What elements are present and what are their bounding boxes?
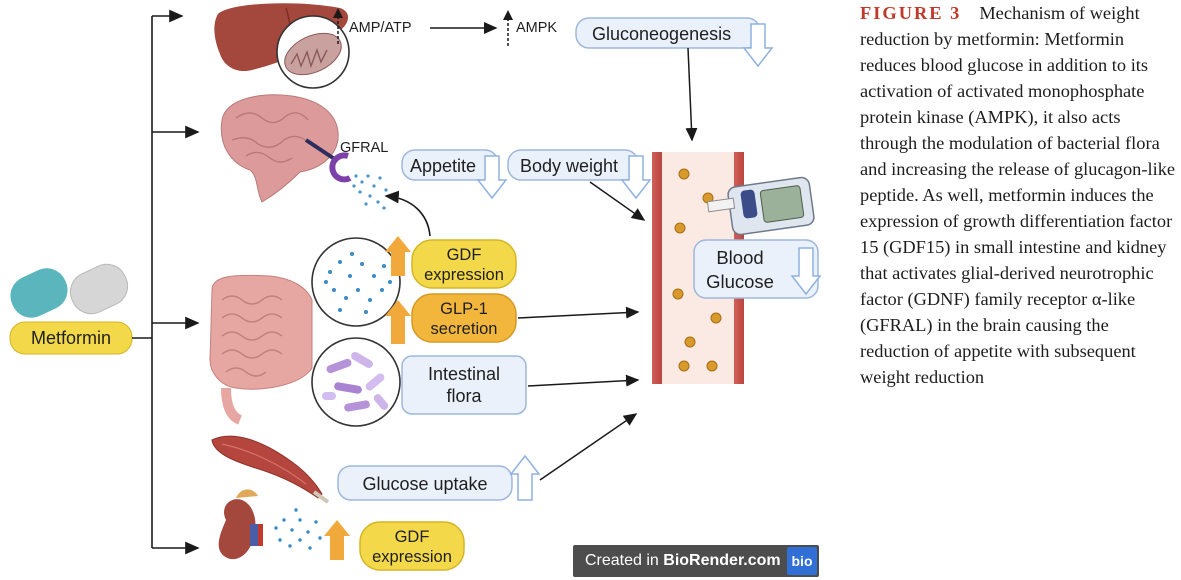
glp1-line2: secretion [431, 320, 498, 338]
body-weight-decrease-arrow-icon [620, 155, 652, 200]
glucose-uptake-box [337, 465, 513, 501]
kidney-gdf-line2: expression [372, 548, 452, 566]
gdf-expression-box [411, 239, 517, 289]
kidney-gdf-box [359, 521, 465, 571]
gfral-receptor-icon [329, 152, 352, 183]
flora-line1: Intestinal [428, 364, 500, 384]
ampk-label: AMPK [516, 20, 557, 36]
flora-zoom-circle [311, 337, 401, 427]
brain-icon [220, 94, 339, 203]
gluconeogenesis-label: Gluconeogenesis [592, 24, 731, 44]
gdf15-particles-intestine-icon [324, 252, 392, 314]
kidney-gdf-line1: GDF [395, 528, 430, 546]
intestinal-flora-box [401, 355, 527, 415]
gdf15-particles-kidney-icon [274, 508, 322, 550]
badge-prefix: Created in [585, 552, 664, 569]
gdf15-particles-brain-icon [352, 174, 388, 210]
muscle-icon [211, 435, 330, 504]
mechanism-diagram: Metformin AMP/ATP AMPK Gluconeogenesis [9, 3, 822, 571]
blood-glucose-line2: Glucose [706, 271, 774, 292]
kidney-icon [218, 489, 263, 560]
glucose-uptake-label: Glucose uptake [362, 474, 487, 494]
glp1-to-blood-arrow [517, 306, 640, 319]
blood-glucose-decrease-arrow-icon [790, 247, 822, 296]
amp-atp-increase-arrow-icon [333, 8, 343, 44]
gdf-expression-line2: expression [424, 266, 504, 284]
gluconeogenesis-decrease-arrow-icon [742, 23, 774, 68]
glucose-uptake-increase-arrow-icon [509, 454, 541, 501]
gfral-label: GFRAL [340, 140, 388, 156]
kidney-gdf-increase-arrow-icon [324, 520, 350, 560]
liver-icon [214, 3, 350, 89]
metformin-targets-bracket [132, 9, 200, 555]
intestine-icon [209, 274, 313, 425]
glp1-line1: GLP-1 [440, 300, 488, 318]
metformin-label: Metformin [31, 328, 111, 348]
gdf-to-brain-arrow [384, 190, 431, 237]
figure-label: FIGURE 3 [860, 3, 962, 23]
biorender-logo-icon: bio [787, 547, 817, 575]
biorender-badge: Created in BioRender.com bio [573, 545, 819, 577]
caption-text: Mechanism of weight reduction by metform… [860, 3, 1176, 387]
gfral-receptor-stem [304, 138, 338, 162]
metformin-capsule-icon [10, 263, 129, 318]
appetite-label: Appetite [410, 156, 476, 176]
flora-to-blood-arrow [527, 374, 640, 387]
amp-atp-label: AMP/ATP [349, 20, 412, 36]
gdf-zoom-circle [311, 237, 401, 327]
bacteria-icon [322, 352, 389, 412]
biorender-text: Created in BioRender.com [573, 552, 785, 570]
mitochondrion-icon [284, 32, 342, 76]
glucometer-icon [706, 176, 815, 236]
uptake-to-blood-arrow [539, 413, 638, 481]
gluconeogenesis-to-blood-arrow [685, 47, 698, 142]
gdf-increase-arrow-icon [385, 236, 411, 276]
ampk-increase-arrow-icon [503, 10, 513, 46]
gdf-expression-line1: GDF [447, 246, 482, 264]
body-weight-arrow [589, 181, 646, 221]
badge-brand: BioRender.com [663, 552, 781, 569]
glp1-secretion-box [411, 293, 517, 343]
blood-glucose-box [693, 239, 819, 299]
blood-glucose-line1: Blood [716, 247, 763, 268]
flora-line2: flora [446, 386, 482, 406]
appetite-decrease-arrow-icon [476, 155, 508, 200]
body-weight-label: Body weight [520, 156, 618, 176]
glp1-increase-arrow-icon [385, 300, 411, 344]
